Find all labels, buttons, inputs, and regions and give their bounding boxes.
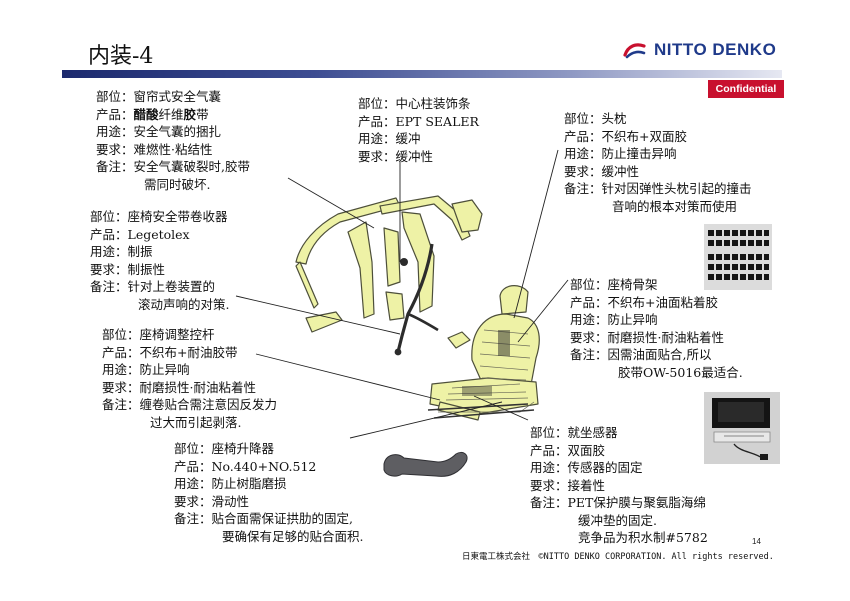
note-continuation: 过大而引起剥落. bbox=[150, 414, 242, 430]
curtain-airbag-block: 部位：窗帘式安全气囊 产品：醋酸纤维胶带 用途：安全气囊的捆扎 要求：难燃性·粘… bbox=[96, 88, 250, 193]
info-row: 产品：不织布+耐油胶带 bbox=[102, 344, 238, 360]
header-rule bbox=[62, 70, 782, 78]
slide-title: 内装-4 bbox=[88, 44, 154, 69]
info-row: 用途：制振 bbox=[90, 244, 153, 259]
info-row: 用途：传感器的固定 bbox=[530, 460, 643, 475]
seat-frame-block: 部位：座椅骨架 产品：不织布+油面粘着胶 用途：防止异响 要求：耐磨损性·耐油粘… bbox=[570, 276, 743, 381]
note-continuation: 要确保有足够的贴合面积. bbox=[222, 528, 364, 544]
info-row: 产品：Legetolex bbox=[90, 226, 190, 242]
info-row: 要求：滑动性 bbox=[174, 493, 250, 509]
info-row: 部位：就坐感器 bbox=[530, 425, 618, 440]
info-row: 用途：安全气囊的捆扎 bbox=[96, 124, 222, 139]
sensor-sample-photo bbox=[704, 392, 780, 464]
headrest-sample-photo bbox=[704, 224, 772, 290]
info-row: 产品：No.440+NO.512 bbox=[174, 458, 317, 474]
info-row: 部位：座椅骨架 bbox=[570, 277, 658, 292]
info-row: 部位：窗帘式安全气囊 bbox=[96, 89, 222, 104]
info-row: 产品：不织布+双面胶 bbox=[564, 128, 687, 144]
logo-mark-icon bbox=[623, 43, 646, 59]
logo-text: NITTO DENKO bbox=[654, 40, 777, 59]
info-row: 用途：防止异响 bbox=[570, 312, 658, 327]
info-row: 部位：座椅调整控杆 bbox=[102, 327, 215, 342]
seat-lifter-part bbox=[383, 451, 468, 477]
info-row: 部位：头枕 bbox=[564, 111, 627, 126]
info-row: 要求：缓冲性 bbox=[358, 148, 434, 164]
info-row: 产品：EPT SEALER bbox=[358, 113, 479, 129]
pillar-trim-block: 部位：中心柱装饰条 产品：EPT SEALER 用途：缓冲 要求：缓冲性 bbox=[358, 95, 479, 165]
info-row: 产品：双面胶 bbox=[530, 442, 606, 458]
page-number: 14 bbox=[752, 537, 761, 546]
seat-lifter-block: 部位：座椅升降器 产品：No.440+NO.512 用途：防止树脂磨损 要求：滑… bbox=[174, 440, 363, 545]
info-row: 备注：针对上卷装置的 bbox=[90, 279, 216, 294]
info-row: 要求：耐磨损性·耐油粘着性 bbox=[570, 329, 724, 345]
info-row: 产品：不织布+油面粘着胶 bbox=[570, 294, 718, 310]
note-continuation: 滚动声响的对策. bbox=[138, 296, 230, 312]
info-row: 备注：PET保护膜与聚氨脂海绵 bbox=[530, 495, 706, 510]
info-row: 要求：难燃性·粘结性 bbox=[96, 141, 213, 157]
confidential-badge: Confidential bbox=[708, 80, 784, 98]
info-row: 部位：中心柱装饰条 bbox=[358, 96, 471, 111]
note-continuation: 胶带OW-5016最适合. bbox=[618, 364, 743, 380]
seat-lever-block: 部位：座椅调整控杆 产品：不织布+耐油胶带 用途：防止异响 要求：耐磨损性·耐油… bbox=[102, 326, 277, 431]
info-row: 用途：防止撞击异响 bbox=[564, 146, 677, 161]
info-row: 部位：座椅安全带卷收器 bbox=[90, 209, 228, 224]
info-row: 部位：座椅升降器 bbox=[174, 441, 275, 456]
info-row: 用途：防止异响 bbox=[102, 362, 190, 377]
headrest-block: 部位：头枕 产品：不织布+双面胶 用途：防止撞击异响 要求：缓冲性 备注：针对因… bbox=[564, 110, 752, 215]
info-row: 要求：缓冲性 bbox=[564, 163, 640, 179]
info-row: 要求：制振性 bbox=[90, 261, 166, 277]
nitto-denko-logo: NITTO DENKO bbox=[622, 40, 776, 60]
info-row: 备注：缠卷贴合需注意因反发力 bbox=[102, 397, 278, 412]
info-row: 备注：贴合面需保证拱肋的固定, bbox=[174, 511, 353, 526]
info-row: 产品：醋酸纤维胶带 bbox=[96, 106, 209, 122]
info-row: 用途：防止树脂磨损 bbox=[174, 476, 287, 491]
seatbelt-retractor-block: 部位：座椅安全带卷收器 产品：Legetolex 用途：制振 要求：制振性 备注… bbox=[90, 208, 229, 313]
info-row: 用途：缓冲 bbox=[358, 131, 421, 146]
info-row: 要求：接着性 bbox=[530, 477, 606, 493]
note-continuation: 需同时破坏. bbox=[144, 176, 211, 192]
copyright-footer: 日東電工株式会社 ©NITTO DENKO CORPORATION. All r… bbox=[462, 552, 774, 562]
info-row: 要求：耐磨损性·耐油粘着性 bbox=[102, 379, 256, 395]
info-row: 备注：安全气囊破裂时,胶带 bbox=[96, 159, 250, 174]
info-row: 备注：因需油面贴合,所以 bbox=[570, 347, 712, 362]
note-continuation: 缓冲垫的固定. bbox=[578, 512, 657, 528]
seat-sensor-block: 部位：就坐感器 产品：双面胶 用途：传感器的固定 要求：接着性 备注：PET保护… bbox=[530, 424, 708, 547]
info-row: 备注：针对因弹性头枕引起的撞击 bbox=[564, 181, 752, 196]
note-continuation: 音响的根本对策而使用 bbox=[612, 198, 738, 214]
note-continuation: 竞争品为积水制#5782 bbox=[578, 530, 708, 545]
